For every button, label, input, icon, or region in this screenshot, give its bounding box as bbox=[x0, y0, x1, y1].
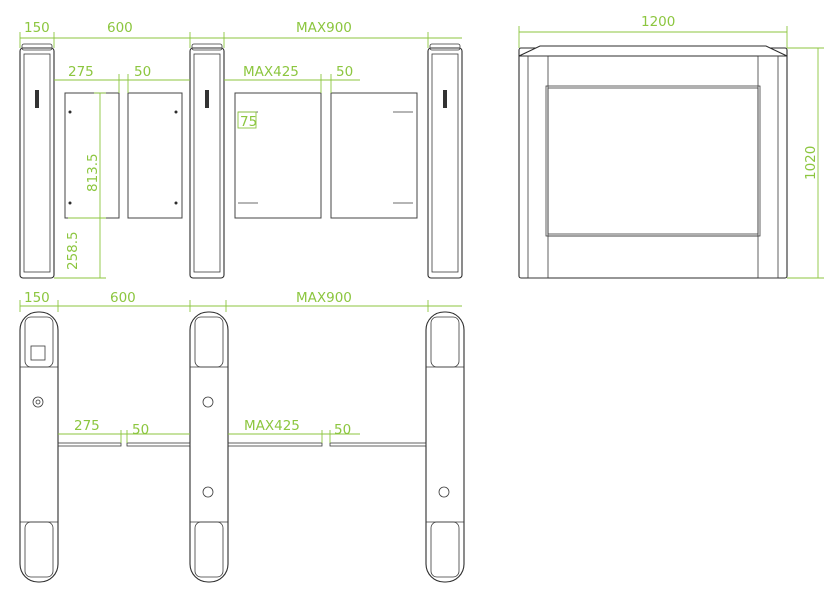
front-dimension-vertical bbox=[54, 92, 257, 279]
front-panel-base-height-label: 258.5 bbox=[65, 231, 81, 270]
side-view bbox=[518, 26, 824, 279]
top-panel-gap-max-label: 50 bbox=[334, 422, 351, 438]
top-panel-width-max-label: MAX425 bbox=[244, 418, 300, 434]
front-panel-gap-single-label: 50 bbox=[134, 64, 151, 80]
top-post-left bbox=[19, 311, 59, 583]
top-dimension-lines bbox=[19, 300, 462, 443]
top-gap-single-label: 600 bbox=[110, 290, 136, 306]
front-post-left bbox=[19, 43, 55, 279]
front-gap-max-label: MAX900 bbox=[296, 20, 352, 36]
front-panel-1 bbox=[64, 92, 120, 219]
front-dimension-row-panels bbox=[54, 74, 360, 93]
front-view: 150 600 MAX900 275 50 MAX425 50 813.5 25… bbox=[19, 20, 463, 279]
front-panel-width-single-label: 275 bbox=[68, 64, 94, 80]
front-dimension-row-top bbox=[19, 32, 462, 48]
front-post-width-label: 150 bbox=[24, 20, 50, 36]
top-view bbox=[19, 300, 465, 583]
front-post-right bbox=[427, 43, 463, 279]
top-post-width-label: 150 bbox=[24, 290, 50, 306]
top-panel-gap-single-label: 50 bbox=[132, 422, 149, 438]
front-panel-2 bbox=[127, 92, 183, 219]
top-panels bbox=[57, 442, 427, 447]
front-panel-gap-max-label: 50 bbox=[336, 64, 353, 80]
top-gap-max-label: MAX900 bbox=[296, 290, 352, 306]
side-height-label: 1020 bbox=[803, 146, 819, 180]
front-gap-single-label: 600 bbox=[107, 20, 133, 36]
front-panel-width-max-label: MAX425 bbox=[243, 64, 299, 80]
front-post-middle bbox=[189, 43, 225, 279]
front-panel-height-label: 813.5 bbox=[85, 153, 101, 192]
front-bolt-offset-label: 75 bbox=[240, 114, 257, 130]
front-panel-4 bbox=[330, 92, 418, 219]
top-post-middle bbox=[189, 311, 229, 583]
side-width-label: 1200 bbox=[641, 14, 675, 30]
front-panel-3 bbox=[234, 92, 322, 219]
top-panel-width-single-label: 275 bbox=[74, 418, 100, 434]
top-post-right bbox=[425, 311, 465, 583]
